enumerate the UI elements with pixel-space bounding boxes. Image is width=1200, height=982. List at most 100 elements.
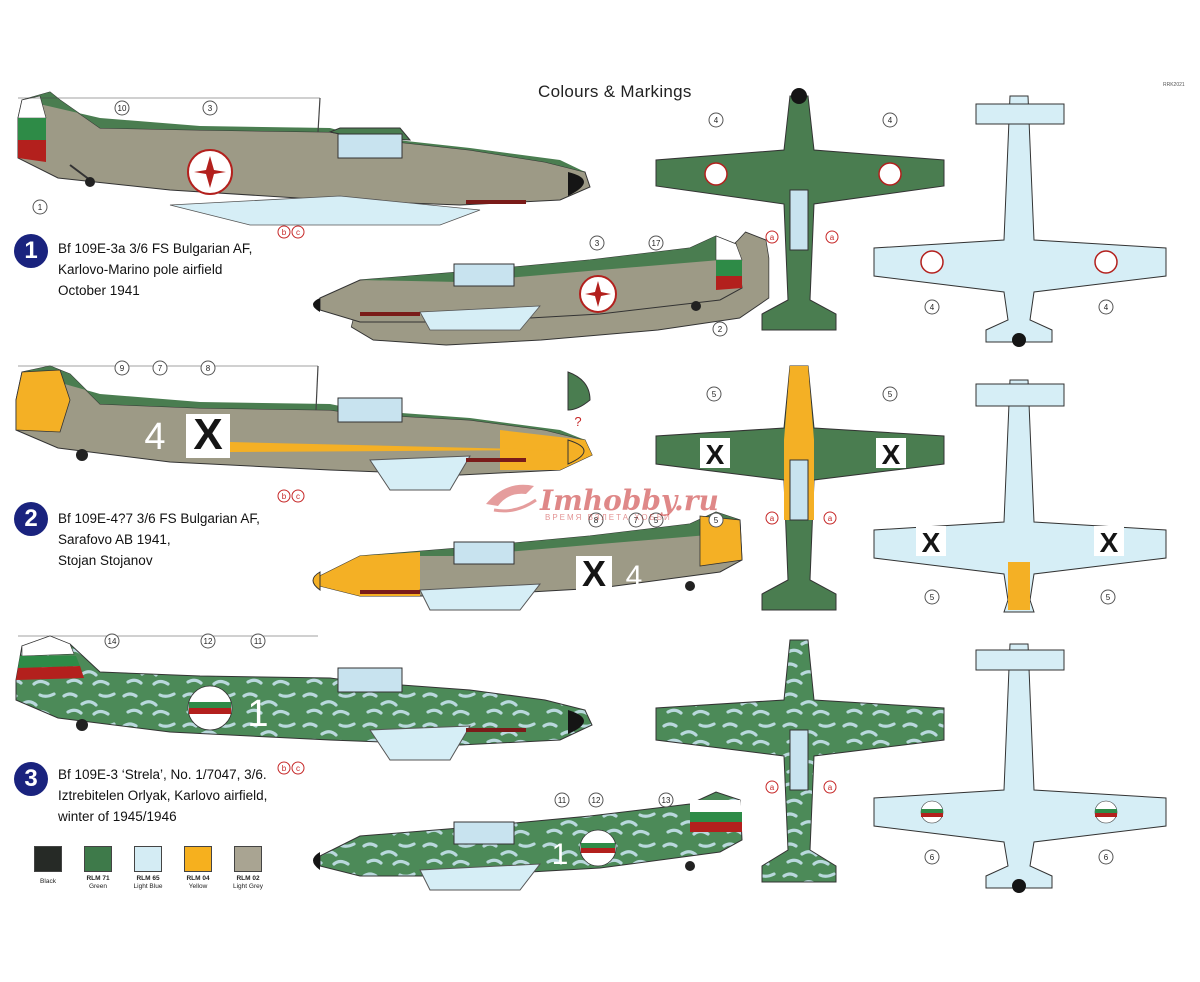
swatch-rlm65 — [134, 846, 162, 872]
svg-text:a: a — [830, 233, 835, 242]
scheme-number-2: 2 — [14, 502, 48, 536]
callout-s1-1: 1 — [32, 199, 48, 215]
callout-s2-t5b: 5 — [882, 386, 898, 402]
svg-text:1: 1 — [38, 203, 43, 212]
callout-s2-c: c — [291, 489, 305, 503]
callout-s2-8: 8 — [200, 360, 216, 376]
callout-s1-t4b: 4 — [882, 112, 898, 128]
svg-text:9: 9 — [120, 364, 125, 373]
callout-s1-u4a: 4 — [924, 299, 940, 315]
callout-s2-r8: 8 — [588, 512, 604, 528]
callout-s2-u5b: 5 — [1100, 589, 1116, 605]
scheme3-side-view: 1 — [15, 635, 593, 761]
callout-s1-t4a: 4 — [708, 112, 724, 128]
svg-text:5: 5 — [1106, 593, 1111, 602]
scheme3-side-view-lower: 1 — [313, 791, 743, 891]
svg-text:c: c — [296, 228, 300, 237]
callout-s3-u6b: 6 — [1098, 849, 1114, 865]
svg-text:6: 6 — [1104, 853, 1109, 862]
callout-s1-tb: a — [825, 230, 839, 244]
callout-s3-ta: a — [765, 780, 779, 794]
callout-s3-r12: 12 — [588, 792, 604, 808]
scheme-1-line-3: October 1941 — [58, 283, 140, 298]
callout-s2-b: b — [277, 489, 291, 503]
svg-text:14: 14 — [108, 637, 117, 646]
svg-text:5: 5 — [714, 516, 719, 525]
svg-text:4: 4 — [888, 116, 893, 125]
callout-s1-u4b: 4 — [1098, 299, 1114, 315]
callout-s3-11: 11 — [250, 633, 266, 649]
callout-s2-r5: 5 — [648, 512, 664, 528]
scheme-number-1: 1 — [14, 234, 48, 268]
callout-s1-3: 3 — [202, 100, 218, 116]
callout-s1-r2: 2 — [712, 321, 728, 337]
scheme1-side-view — [17, 91, 591, 226]
scheme1-top-view — [655, 88, 945, 331]
palette-item-rlm04: RLM 04 Yellow — [178, 846, 218, 891]
svg-text:5: 5 — [712, 390, 717, 399]
callout-s3-c: c — [291, 761, 305, 775]
scheme-1-line-1: Bf 109E-3a 3/6 FS Bulgarian AF, — [58, 241, 253, 256]
callout-s1-c: c — [291, 225, 305, 239]
callout-s3-b: b — [277, 761, 291, 775]
swatch-rlm02 — [234, 846, 262, 872]
swatch-rlm02-code: RLM 02 — [236, 875, 260, 882]
svg-text:6: 6 — [930, 853, 935, 862]
svg-text:12: 12 — [204, 637, 213, 646]
svg-text:b: b — [282, 492, 287, 501]
svg-text:c: c — [296, 492, 300, 501]
svg-text:10: 10 — [118, 104, 127, 113]
svg-text:4: 4 — [714, 116, 719, 125]
scheme2-cross-marking: X — [193, 410, 222, 459]
svg-text:a: a — [828, 514, 833, 523]
callout-s2-t5a: 5 — [706, 386, 722, 402]
swatch-rlm04 — [184, 846, 212, 872]
svg-text:11: 11 — [254, 637, 263, 646]
svg-text:5: 5 — [888, 390, 893, 399]
swatch-black-name: Black — [40, 878, 56, 885]
svg-text:4: 4 — [1104, 303, 1109, 312]
svg-text:7: 7 — [158, 364, 163, 373]
scheme3-fuselage-number-lower: 1 — [552, 838, 569, 871]
callout-s2-tb: a — [823, 511, 837, 525]
scheme2-side-view-lower: X 4 — [312, 511, 743, 611]
scheme1-side-view-lower — [313, 235, 743, 331]
swatch-rlm04-name: Yellow — [188, 883, 208, 890]
palette-item-rlm71: RLM 71 Green — [78, 846, 118, 891]
scheme3-top-view — [655, 639, 945, 883]
scheme-3-line-1: Bf 109E-3 ‘Strela’, No. 1/7047, 3/6. — [58, 767, 267, 782]
svg-text:c: c — [296, 764, 300, 773]
scheme2-fuselage-number-lower: 4 — [626, 560, 643, 593]
palette-item-rlm65: RLM 65 Light Blue — [128, 846, 168, 891]
scheme2-under-view: X X — [873, 379, 1167, 613]
callout-s2-u5a: 5 — [924, 589, 940, 605]
sheet-code: RRK2021 — [1163, 82, 1185, 88]
svg-text:7: 7 — [634, 516, 639, 525]
callout-s3-r13: 13 — [658, 792, 674, 808]
watermark-brand: Imhobby.ru — [540, 484, 719, 517]
svg-text:3: 3 — [208, 104, 213, 113]
swatch-rlm71-code: RLM 71 — [86, 875, 110, 882]
svg-text:4: 4 — [930, 303, 935, 312]
callout-s1-10: 10 — [114, 100, 130, 116]
svg-text:17: 17 — [652, 239, 661, 248]
swatch-rlm02-name: Light Grey — [233, 883, 263, 890]
svg-text:8: 8 — [594, 516, 599, 525]
callout-s2-r5b: 5 — [708, 512, 724, 528]
scheme-3-line-2: Iztrebitelen Orlyak, Karlovo airfield, — [58, 788, 268, 803]
scheme1-under-view — [873, 95, 1167, 347]
scheme2-side-view: X 4 ? — [15, 365, 593, 491]
callout-s3-12: 12 — [200, 633, 216, 649]
callout-s2-9: 9 — [114, 360, 130, 376]
callout-s3-tb: a — [823, 780, 837, 794]
callouts: 10 3 1 b c 3 17 2 4 4 a a 4 4 9 7 8 b c … — [32, 100, 1116, 865]
scheme2-top-cross-right: X — [882, 439, 901, 470]
svg-text:13: 13 — [662, 796, 671, 805]
scheme2-top-cross-left: X — [706, 439, 725, 470]
svg-text:3: 3 — [595, 239, 600, 248]
page-title: Colours & Markings — [538, 82, 692, 101]
scheme-3-caption: Bf 109E-3 ‘Strela’, No. 1/7047, 3/6. Izt… — [58, 764, 267, 827]
swatch-black — [34, 846, 62, 872]
scheme2-cross-marking-lower: X — [582, 553, 606, 594]
